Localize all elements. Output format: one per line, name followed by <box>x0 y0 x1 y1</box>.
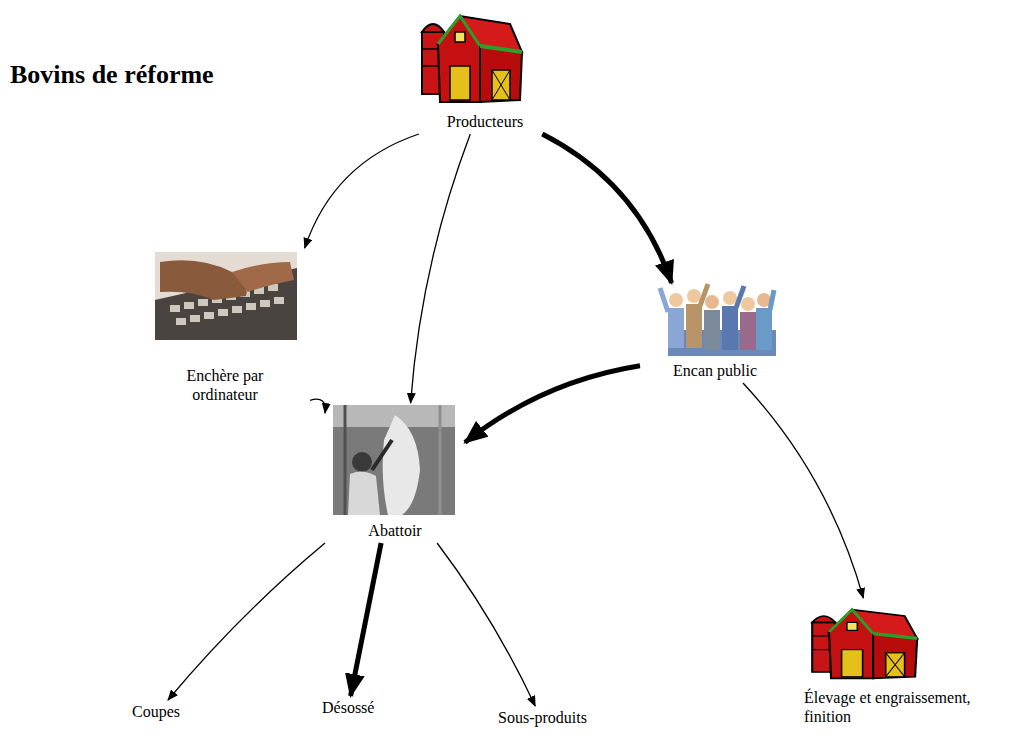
main-flow-arrow <box>351 543 382 696</box>
node-label: Abattoir <box>329 521 461 540</box>
main-flow-arrow <box>465 366 640 443</box>
flow-node: Enchère par ordinateur <box>140 248 310 407</box>
node-label: Producteurs <box>409 112 561 131</box>
flow-node: Élevage et engraissement, finition <box>800 598 1000 729</box>
node-label: Coupes <box>132 702 180 721</box>
flow-arrow <box>168 543 325 700</box>
flow-node: Encan public <box>640 283 790 383</box>
diagram-title: Bovins de réforme <box>10 60 214 90</box>
node-label: Élevage et engraissement, finition <box>804 688 994 726</box>
node-label: Encan public <box>644 361 786 380</box>
main-flow-arrow <box>542 134 671 283</box>
flow-arrow <box>305 134 419 248</box>
flow-node: Sous-produits <box>494 706 591 730</box>
flow-node: Désossé <box>318 696 378 720</box>
flow-node: Producteurs <box>405 2 565 134</box>
node-label: Sous-produits <box>498 708 587 727</box>
barn-icon <box>812 610 917 679</box>
node-label: Désossé <box>322 698 374 717</box>
flow-arrow <box>411 134 471 403</box>
keyboard-photo <box>155 252 297 340</box>
abattoir-photo <box>333 405 455 515</box>
flow-arrow <box>743 383 863 598</box>
flow-arrow <box>310 399 325 413</box>
node-label: Enchère par ordinateur <box>173 366 277 404</box>
barn-icon <box>422 16 522 102</box>
flow-node: Coupes <box>128 700 184 724</box>
flow-arrow <box>437 543 535 706</box>
flow-node: Abattoir <box>325 403 465 543</box>
crowd-icon <box>660 284 776 356</box>
